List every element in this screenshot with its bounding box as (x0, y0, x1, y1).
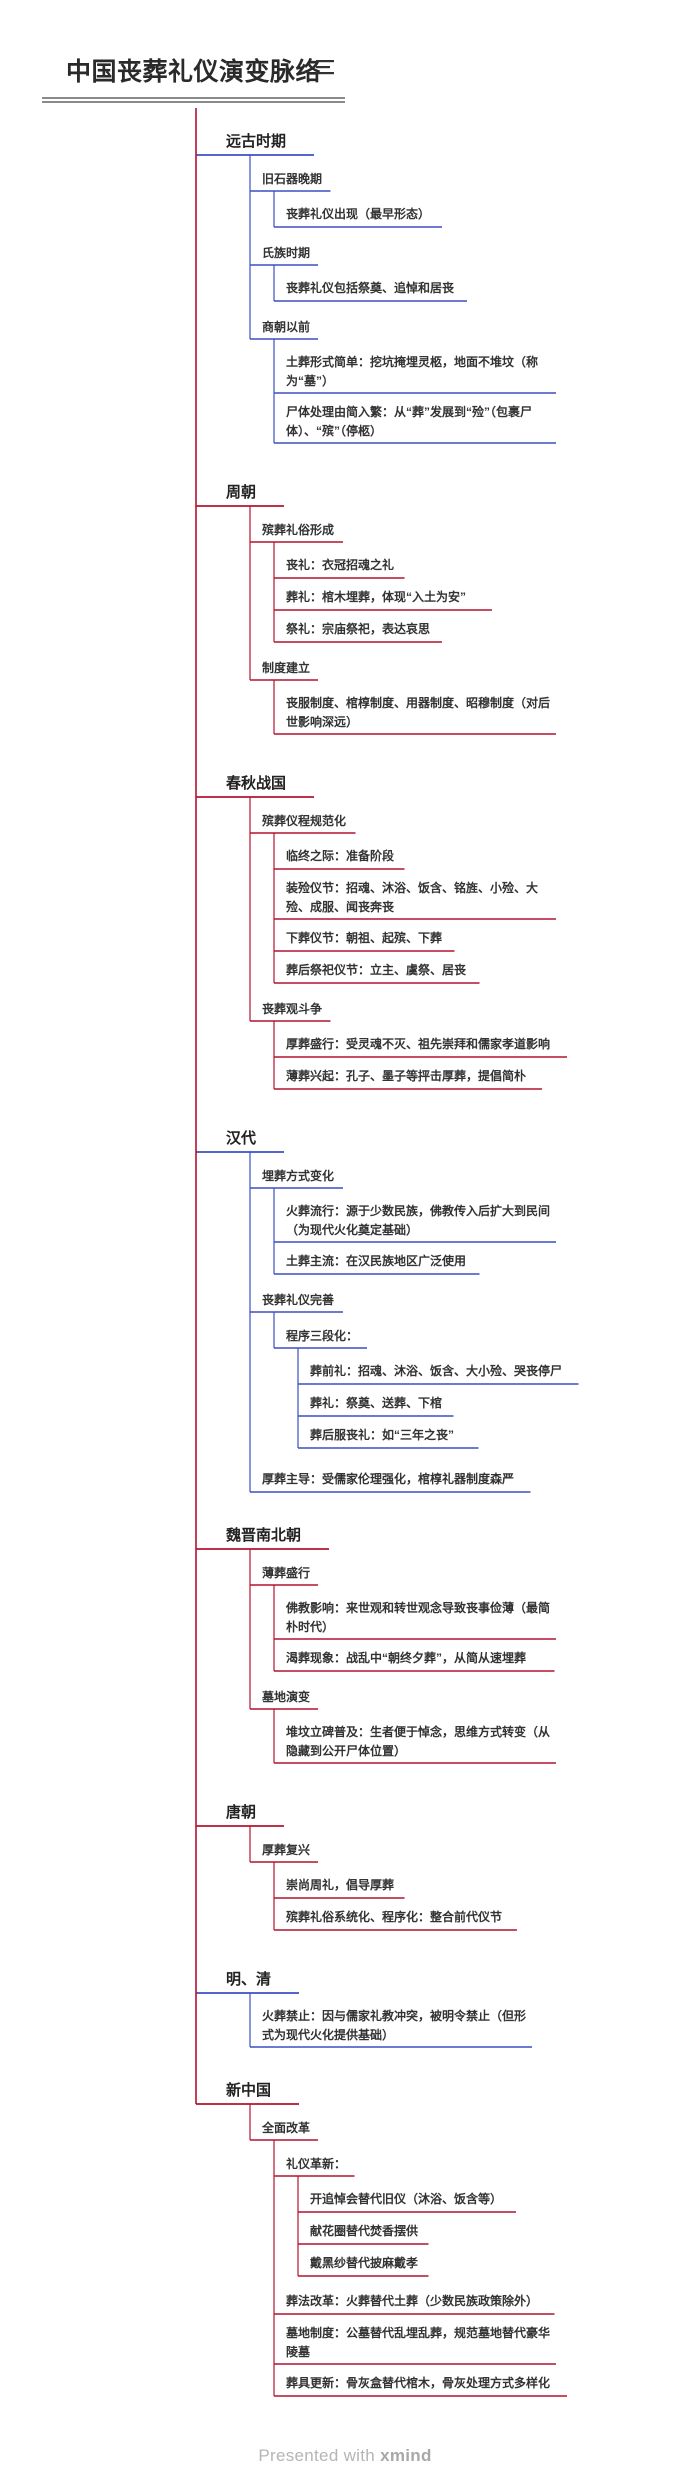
era-node: 唐朝 (226, 1804, 257, 1821)
leaf-node: 献花圈替代焚香摆供 (310, 2224, 419, 2238)
leaf-node: 厚葬盛行：受灵魂不灭、祖先崇拜和儒家孝道影响 (286, 1037, 551, 1051)
leaf-node: 土葬形式简单：挖坑掩埋灵柩，地面不堆坟（称为“墓”） (286, 355, 539, 388)
leaf-node: 戴黑纱替代披麻戴孝 (310, 2256, 419, 2270)
page-title: 中国丧葬礼仪演变脉络 (66, 58, 322, 86)
leaf-node: 葬前礼：招魂、沐浴、饭含、大小殓、哭丧停尸 (310, 1364, 563, 1378)
branch-node: 礼仪革新： (286, 2157, 347, 2171)
branch-node: 墓地演变 (262, 1690, 311, 1704)
leaf-node: 渴葬现象：战乱中“朝终夕葬”，从简从速埋葬 (286, 1651, 527, 1665)
leaf-node: 薄葬兴起：孔子、墨子等抨击厚葬，提倡简朴 (286, 1069, 527, 1083)
branch-node: 丧葬礼仪完善 (262, 1293, 335, 1307)
leaf-node: 葬具更新：骨灰盒替代棺木，骨灰处理方式多样化 (286, 2376, 551, 2390)
branch-node: 制度建立 (262, 661, 311, 675)
branch-node: 旧石器晚期 (262, 172, 323, 186)
leaf-node: 葬后服丧礼：如“三年之丧” (310, 1428, 455, 1442)
leaf-node: 土葬主流：在汉民族地区广泛使用 (286, 1254, 467, 1268)
leaf-node: 祭礼：宗庙祭祀，表达哀思 (286, 622, 431, 636)
era-node: 远古时期 (226, 133, 287, 150)
leaf-node: 葬法改革：火葬替代土葬（少数民族政策除外） (286, 2294, 539, 2308)
leaf-node: 丧礼：衣冠招魂之礼 (286, 558, 395, 572)
leaf-node: 火葬禁止：因与儒家礼教冲突，被明令禁止（但形式为现代火化提供基础） (262, 2009, 527, 2042)
leaf-node: 下葬仪节：朝祖、起殡、下葬 (286, 931, 443, 945)
leaf-node: 佛教影响：来世观和转世观念导致丧事俭薄（最简朴时代） (286, 1601, 551, 1634)
xmind-logo-text: xmind (380, 2446, 432, 2465)
leaf-node: 堆坟立碑普及：生者便于悼念，思维方式转变（从隐藏到公开尸体位置） (286, 1725, 551, 1758)
branch-node: 商朝以前 (262, 320, 311, 334)
branch-node: 殡葬礼俗形成 (262, 523, 335, 537)
branch-node: 厚葬复兴 (262, 1843, 311, 1857)
leaf-node: 厚葬主导：受儒家伦理强化，棺椁礼器制度森严 (262, 1472, 515, 1486)
leaf-node: 装殓仪节：招魂、沐浴、饭含、铭旌、小殓、大殓、成服、闻丧奔丧 (286, 881, 539, 914)
leaf-node: 墓地制度：公墓替代乱埋乱葬，规范墓地替代豪华陵墓 (286, 2326, 551, 2359)
leaf-node: 临终之际：准备阶段 (286, 849, 395, 863)
menu-lines-icon (316, 60, 334, 75)
era-node: 明、清 (226, 1971, 272, 1988)
branch-node: 氏族时期 (262, 246, 311, 260)
branch-node: 殡葬仪程规范化 (262, 814, 347, 828)
footer-branding: Presented with xmind (0, 2446, 690, 2466)
era-node: 周朝 (226, 484, 257, 501)
leaf-node: 葬后祭祀仪节：立主、虞祭、居丧 (286, 963, 467, 977)
era-node: 魏晋南北朝 (226, 1527, 302, 1544)
footer-presented-text: Presented with (258, 2446, 376, 2465)
leaf-node: 丧葬礼仪包括祭奠、追悼和居丧 (286, 281, 455, 295)
branch-node: 丧葬观斗争 (262, 1002, 323, 1016)
era-node: 春秋战国 (226, 775, 287, 792)
leaf-node: 尸体处理由简入繁：从“葬”发展到“殓”（包裹尸体）、“殡”（停柩） (286, 405, 533, 438)
branch-node: 全面改革 (262, 2121, 311, 2135)
leaf-node: 开追悼会替代旧仪（沐浴、饭含等） (310, 2192, 503, 2206)
leaf-node: 殡葬礼俗系统化、程序化：整合前代仪节 (286, 1910, 503, 1924)
branch-node: 埋葬方式变化 (262, 1169, 335, 1183)
era-node: 汉代 (226, 1130, 257, 1147)
leaf-node: 丧葬礼仪出现（最早形态） (286, 207, 431, 221)
leaf-node: 火葬流行：源于少数民族，佛教传入后扩大到民间（为现代火化奠定基础） (286, 1204, 551, 1237)
branch-node: 薄葬盛行 (262, 1566, 311, 1580)
branch-node: 程序三段化： (286, 1329, 359, 1343)
leaf-node: 崇尚周礼，倡导厚葬 (286, 1878, 395, 1892)
leaf-node: 葬礼：棺木埋葬，体现“入土为安” (286, 590, 467, 604)
leaf-node: 丧服制度、棺椁制度、用器制度、昭穆制度（对后世影响深远） (286, 696, 551, 729)
leaf-node: 葬礼：祭奠、送葬、下棺 (310, 1396, 443, 1410)
era-node: 新中国 (226, 2082, 272, 2099)
